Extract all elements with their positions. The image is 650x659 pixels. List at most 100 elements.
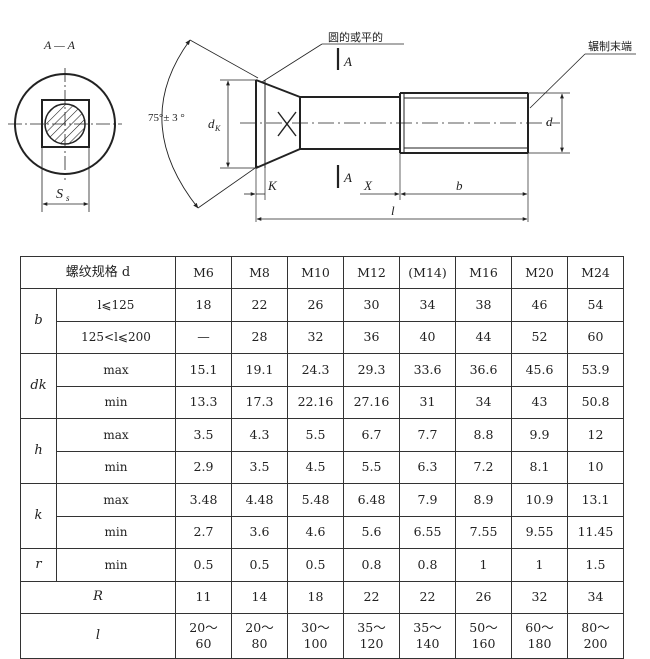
b-label: b (456, 178, 463, 193)
value-cell: 7.2 (455, 450, 512, 484)
size-header: M16 (455, 256, 512, 289)
value-cell: 44 (455, 320, 512, 354)
value-part: 20～ (189, 620, 218, 635)
value-part: 20～ (245, 620, 274, 635)
value-cell: 0.8 (399, 548, 456, 582)
value-cell: 11.45 (567, 515, 624, 549)
value-cell: 14 (231, 580, 288, 614)
value-cell: 4.3 (231, 418, 288, 452)
sub-label-cell: min (56, 450, 176, 484)
value-cell: 22 (399, 580, 456, 614)
value-cell: 4.48 (231, 483, 288, 517)
x-label: X (363, 178, 373, 193)
value-cell: 7.55 (455, 515, 512, 549)
value-cell: 7.9 (399, 483, 456, 517)
value-cell: 3.48 (175, 483, 232, 517)
value-cell: 60 (567, 320, 624, 354)
value-cell: 2.7 (175, 515, 232, 549)
size-header: M8 (231, 256, 288, 289)
dk-label: d (208, 116, 215, 131)
value-cell: 35～120 (343, 613, 400, 659)
value-cell: 38 (455, 288, 512, 322)
size-header: M20 (511, 256, 568, 289)
round-or-flat-note: 圆的或平的 (328, 30, 383, 44)
value-cell: 0.8 (343, 548, 400, 582)
value-cell: 9.55 (511, 515, 568, 549)
section-label: A — A (43, 38, 76, 52)
value-cell: 60～180 (511, 613, 568, 659)
bolt-view (161, 39, 636, 222)
value-cell: 1 (455, 548, 512, 582)
technical-drawing: A — A S s 圆的或平的 辗制末端 75°± 3 ° d K d K X … (0, 0, 650, 245)
value-part: 80 (251, 636, 268, 651)
value-cell: 8.9 (455, 483, 512, 517)
d-label: d (546, 114, 553, 129)
value-cell: 43 (511, 385, 568, 419)
param-cell: k (20, 483, 57, 549)
sub-label-cell: min (56, 385, 176, 419)
param-cell: r (20, 548, 57, 582)
value-part: 60 (195, 636, 212, 651)
value-cell: 17.3 (231, 385, 288, 419)
value-cell: 0.5 (175, 548, 232, 582)
value-part: 80～ (581, 620, 610, 635)
value-part: 30～ (301, 620, 330, 635)
value-part: 35～ (413, 620, 442, 635)
value-part: 60～ (525, 620, 554, 635)
value-cell: 50～160 (455, 613, 512, 659)
value-cell: 7.7 (399, 418, 456, 452)
sub-label-cell: min (56, 515, 176, 549)
value-cell: 1.5 (567, 548, 624, 582)
param-cell: h (20, 418, 57, 484)
value-cell: 9.9 (511, 418, 568, 452)
value-cell: 32 (511, 580, 568, 614)
value-cell: 6.7 (343, 418, 400, 452)
value-cell: 20～60 (175, 613, 232, 659)
value-cell: 5.48 (287, 483, 344, 517)
value-cell: 45.6 (511, 353, 568, 387)
size-header: M6 (175, 256, 232, 289)
value-cell: 22 (231, 288, 288, 322)
value-part: 120 (359, 636, 384, 651)
param-cell: l (20, 613, 176, 659)
value-part: 100 (303, 636, 328, 651)
value-cell: 34 (399, 288, 456, 322)
value-cell: 4.5 (287, 450, 344, 484)
value-cell: 54 (567, 288, 624, 322)
value-cell: 15.1 (175, 353, 232, 387)
value-cell: 27.16 (343, 385, 400, 419)
value-cell: 10 (567, 450, 624, 484)
value-cell: 26 (287, 288, 344, 322)
param-cell: R (20, 580, 176, 614)
value-cell: 4.6 (287, 515, 344, 549)
param-cell: dk (20, 353, 57, 419)
value-cell: 50.8 (567, 385, 624, 419)
value-cell: 0.5 (287, 548, 344, 582)
value-cell: 46 (511, 288, 568, 322)
value-cell: 34 (455, 385, 512, 419)
value-cell: 35～140 (399, 613, 456, 659)
value-cell: 33.6 (399, 353, 456, 387)
value-cell: 19.1 (231, 353, 288, 387)
value-part: 35～ (357, 620, 386, 635)
value-cell: 6.55 (399, 515, 456, 549)
value-cell: — (175, 320, 232, 354)
header-label-cell: 螺纹规格 d (20, 256, 176, 289)
section-width-label: S (56, 187, 63, 202)
value-cell: 80～200 (567, 613, 624, 659)
bolt-drawing-svg: A — A S s 圆的或平的 辗制末端 75°± 3 ° d K d K X … (8, 30, 636, 222)
section-view (8, 68, 122, 212)
value-cell: 2.9 (175, 450, 232, 484)
dk-sub-label: K (214, 124, 221, 133)
value-cell: 12 (567, 418, 624, 452)
value-part: 200 (583, 636, 608, 651)
value-cell: 24.3 (287, 353, 344, 387)
